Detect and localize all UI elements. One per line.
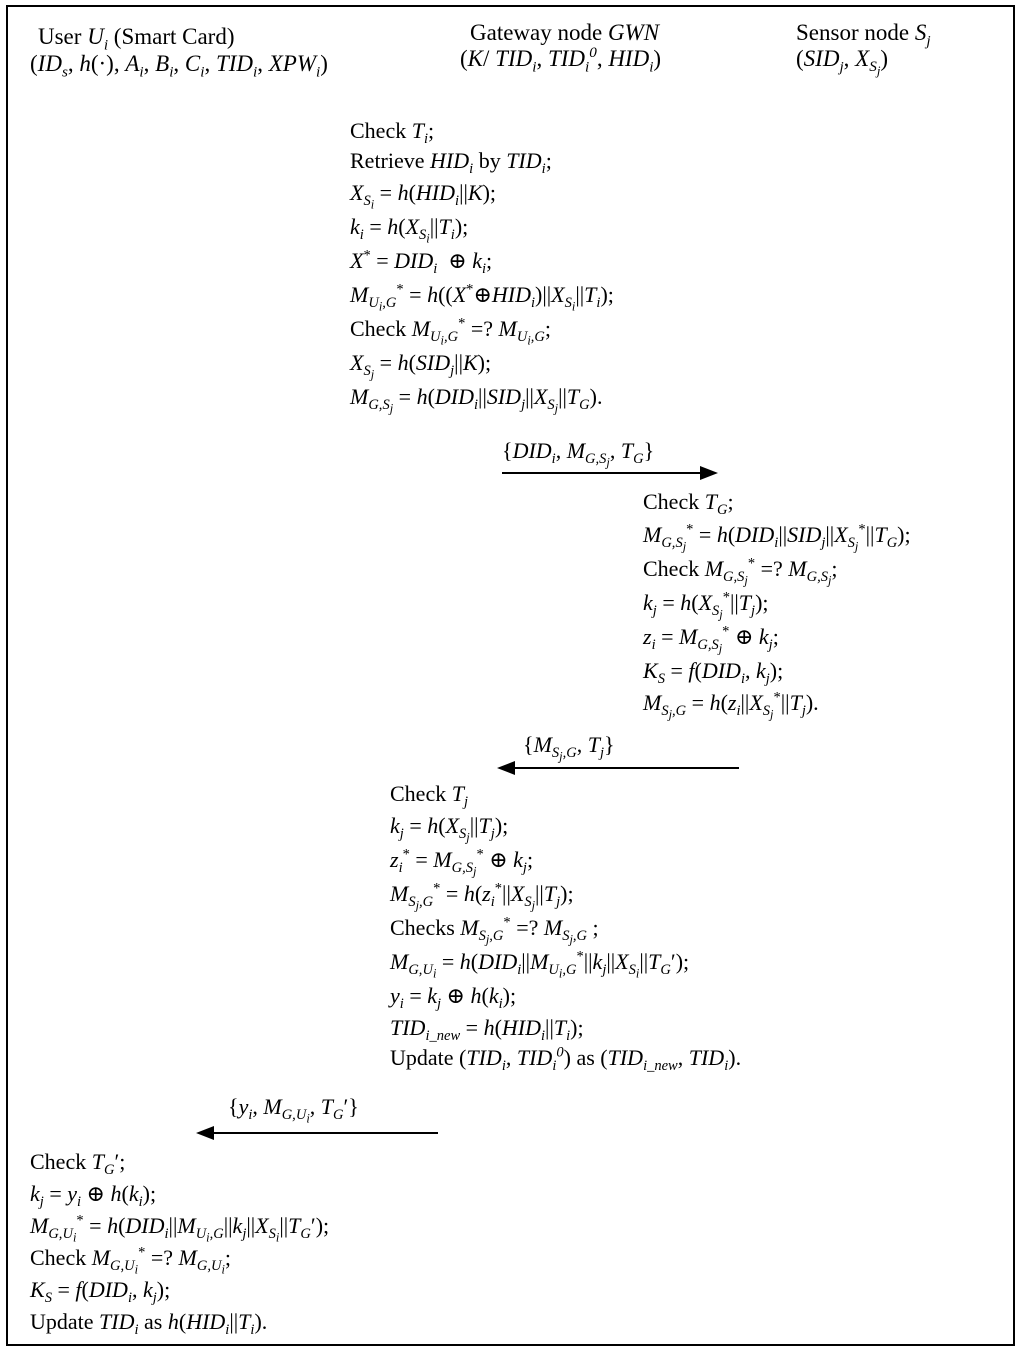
sensor-line: kj = h(XSj*||Tj); (643, 589, 769, 622)
gw1-line: MUi,G* = h((X*⊕HIDi)||XSi||Ti); (350, 281, 614, 314)
sensor-line: zi = MG,Sj* ⊕ kj; (643, 623, 779, 656)
gateway-header: Gateway node GWN (470, 20, 660, 45)
gw2-line: zi* = MG,Sj* ⊕ kj; (390, 846, 534, 879)
protocol-diagram-frame (6, 5, 1015, 1346)
gw2-line: Checks MSj,G* =? MSj,G ; (390, 914, 599, 947)
gw1-line: XSi = h(HIDi||K); (350, 180, 497, 212)
message-sensor-to-gateway: {MSj,G, Tj} (523, 732, 615, 764)
gw1-line: ki = h(XSi||Ti); (350, 214, 469, 246)
gw1-line: XSj = h(SIDj||K); (350, 350, 492, 382)
message-gateway-to-user: {yi, MG,Ui, TG′} (228, 1094, 359, 1126)
sensor-parameters: (SIDj, XSj) (796, 46, 889, 79)
gw2-line: Check Tj (390, 781, 468, 811)
user-line: kj = yi ⊕ h(ki); (30, 1181, 157, 1211)
user-parameters: (IDs, h(·), Ai, Bi, Ci, TIDi, XPWi) (30, 51, 328, 81)
gw1-line: MG,Sj = h(DIDi||SIDj||XSj||TG). (350, 384, 603, 416)
user-header: User Ui (Smart Card) (38, 24, 235, 54)
arrow-right-icon (502, 466, 718, 480)
gw2-line: kj = h(XSj||Tj); (390, 813, 509, 845)
arrow-left-icon (196, 1126, 438, 1140)
gw2-line: MSj,G* = h(zi*||XSj||Tj); (390, 880, 574, 913)
gw2-line: MG,Ui = h(DIDi||MUi,G*||kj||XSi||TG′); (390, 948, 690, 981)
sensor-line: Check TG; (643, 489, 734, 519)
gateway-parameters: (K/ TIDi, TIDi0, HIDi) (460, 43, 662, 76)
sensor-line: MG,Sj* = h(DIDi||SIDj||XSj*||TG); (643, 521, 911, 554)
gw2-line: yi = kj ⊕ h(ki); (390, 983, 517, 1013)
gw1-line: Retrieve HIDi by TIDi; (350, 148, 552, 178)
gw2-line: Update (TIDi, TIDi0) as (TIDi_new, TIDi)… (390, 1044, 742, 1075)
gw1-line: Check MUi,G* =? MUi,G; (350, 315, 552, 348)
user-line: Update TIDi as h(HIDi||Ti). (30, 1309, 268, 1339)
user-line: KS = f(DIDi, kj); (30, 1277, 171, 1307)
user-line: Check MG,Ui* =? MG,Ui; (30, 1244, 232, 1277)
user-line: MG,Ui* = h(DIDi||MUi,G||kj||XSi||TG′); (30, 1212, 330, 1245)
sensor-line: MSj,G = h(zi||XSj*||Tj). (643, 689, 819, 722)
user-line: Check TG′; (30, 1149, 126, 1179)
arrow-left-icon (497, 761, 739, 775)
sensor-header: Sensor node Sj (796, 20, 931, 50)
gw1-line: Check Ti; (350, 118, 435, 148)
sensor-line: KS = f(DIDi, kj); (643, 658, 784, 688)
gw2-line: TIDi_new = h(HIDi||Ti); (390, 1015, 584, 1045)
gw1-line: X* = DIDi ⊕ ki; (350, 247, 493, 278)
message-gateway-to-sensor: {DIDi, MG,Sj, TG} (502, 438, 655, 470)
sensor-line: Check MG,Sj* =? MG,Sj; (643, 555, 838, 588)
